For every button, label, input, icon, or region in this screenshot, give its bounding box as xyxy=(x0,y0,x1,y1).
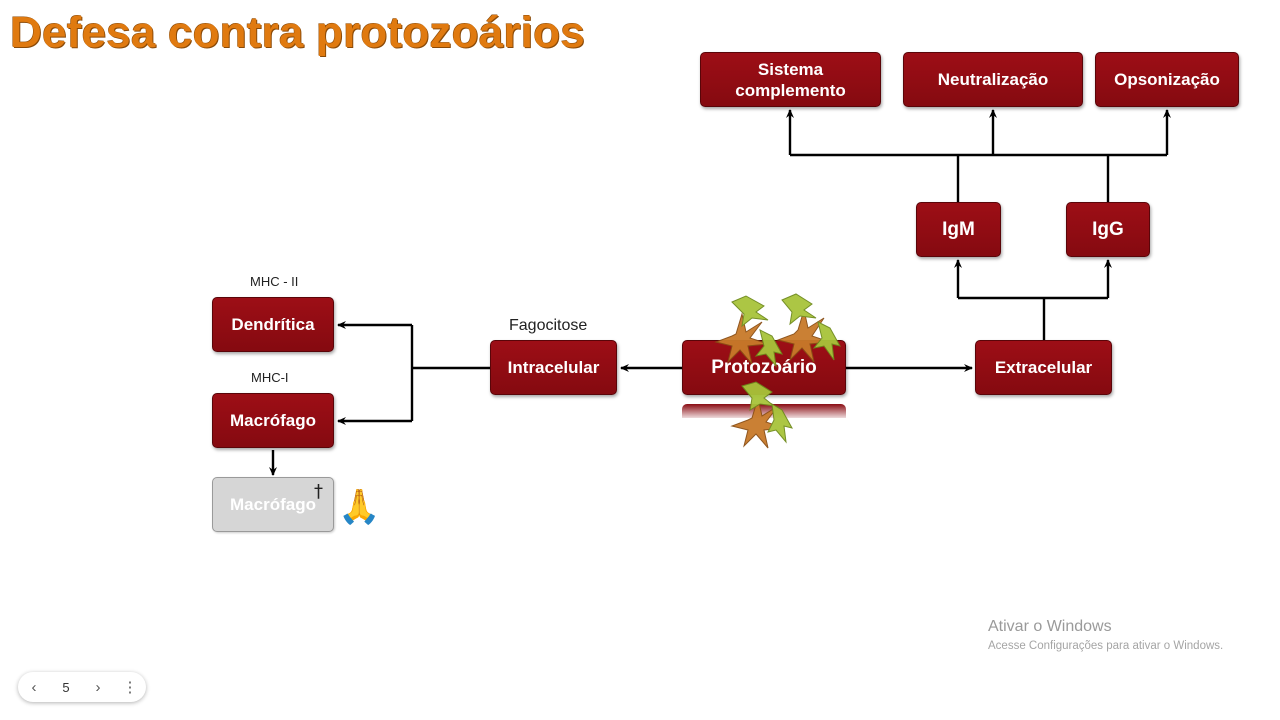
slide-title: Defesa contra protozoários xyxy=(10,8,585,57)
windows-activation-subtitle: Acesse Configurações para ativar o Windo… xyxy=(988,640,1224,652)
neutralizacao-node: Neutralização xyxy=(903,52,1083,107)
more-options-icon[interactable]: ⋮ xyxy=(122,679,138,696)
fagocitose-label: Fagocitose xyxy=(509,317,588,334)
page-number: 5 xyxy=(62,679,70,695)
protozoario-reflection xyxy=(682,404,846,418)
sistema-complemento-node: Sistema complemento xyxy=(700,52,881,107)
praying-hands-icon: 🙏 xyxy=(338,487,381,527)
slide-pager: ‹ 5 › ⋮ xyxy=(18,672,146,702)
igg-node: IgG xyxy=(1066,202,1150,257)
cross-icon: † xyxy=(314,481,323,502)
next-slide-button[interactable]: › xyxy=(95,678,101,696)
igm-node: IgM xyxy=(916,202,1001,257)
windows-activation-title: Ativar o Windows xyxy=(988,618,1112,635)
mhc-i-label: MHC-I xyxy=(251,370,289,385)
dead-macrofago-node: Macrófago xyxy=(212,477,334,532)
previous-slide-button[interactable]: ‹ xyxy=(31,678,37,696)
extracelular-node: Extracelular xyxy=(975,340,1112,395)
dendritica-node: Dendrítica xyxy=(212,297,334,352)
protozoa-cluster-image xyxy=(714,293,841,449)
intracelular-node: Intracelular xyxy=(490,340,617,395)
macrofago-node: Macrófago xyxy=(212,393,334,448)
mhc-ii-label: MHC - II xyxy=(250,274,299,289)
opsonizacao-node: Opsonização xyxy=(1095,52,1239,107)
